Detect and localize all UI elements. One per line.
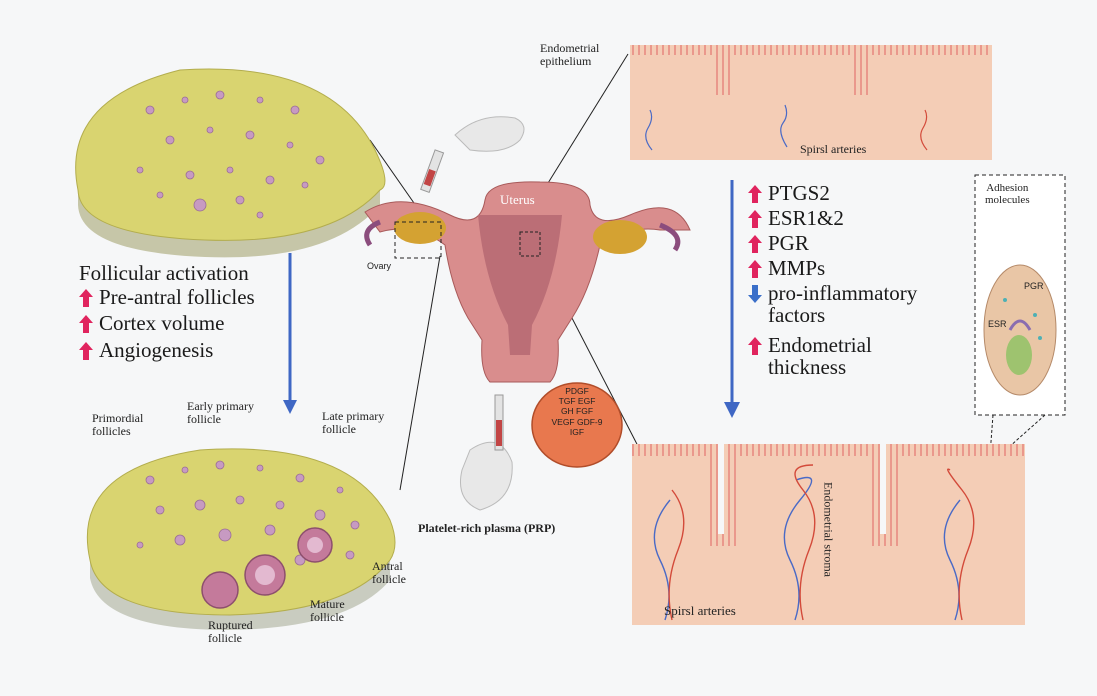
follicle-dot — [337, 487, 343, 493]
ovary-effects-heading: Follicular activation — [79, 262, 255, 286]
follicle-dot — [257, 97, 263, 103]
ovary-lower-illustration — [87, 449, 395, 630]
ovary-effect-item: Cortex volume — [79, 312, 255, 339]
up-arrow-icon — [79, 342, 93, 366]
follicle-dot — [219, 529, 231, 541]
follicle-dot — [257, 465, 263, 471]
label-mature-follicle: Mature follicle — [310, 598, 345, 623]
label-ovary: Ovary — [367, 262, 391, 271]
follicle-dot — [316, 156, 324, 164]
ovary-flow-arrow — [283, 253, 297, 414]
follicle-dot — [257, 212, 263, 218]
label-endometrial-stroma: Endometrial stroma — [822, 482, 835, 577]
follicle-dot — [236, 496, 244, 504]
endometrium-effect-text: ESR1&2 — [768, 207, 844, 229]
endometrium-effect-text: MMPs — [768, 257, 825, 279]
follicle-dot — [182, 467, 188, 473]
endometrium-effects-list: PTGS2ESR1&2PGR MMPs pro-inflammatory facto… — [748, 182, 917, 378]
label-uterus: Uterus — [500, 193, 535, 207]
endometrium-effect-item: ESR1&2 — [748, 207, 917, 232]
follicle-dot — [146, 476, 154, 484]
label-spiral-arteries-bottom: Spirsl arteries — [664, 604, 736, 618]
endometrium-effect-text: PGR — [768, 232, 809, 254]
syringe-top-illustration — [421, 117, 524, 193]
endometrium-flow-arrow — [724, 180, 740, 418]
up-arrow-icon — [748, 185, 762, 207]
follicle-dot — [186, 171, 194, 179]
follicle-dot — [276, 501, 284, 509]
growth-factor-item: TGF EGF — [540, 396, 614, 406]
follicle-dot — [265, 525, 275, 535]
growth-factor-item: IGF — [540, 427, 614, 437]
label-late-primary-follicle: Late primary follicle — [322, 410, 384, 435]
up-arrow-icon — [748, 210, 762, 232]
uterus-illustration — [365, 182, 690, 382]
ovary-effect-item: Pre-antral follicles — [79, 286, 255, 313]
follicle-dot — [227, 167, 233, 173]
down-arrow-icon — [748, 285, 762, 307]
follicle-dot — [195, 500, 205, 510]
follicle-dot — [157, 192, 163, 198]
growth-factor-item: PDGF — [540, 386, 614, 396]
follicle-dot — [156, 506, 164, 514]
follicle-dot — [236, 196, 244, 204]
follicle-dot — [182, 97, 188, 103]
growth-factor-item: GH FGF — [540, 406, 614, 416]
label-ruptured-follicle: Ruptured follicle — [208, 619, 253, 644]
label-pgr-cell: PGR — [1024, 282, 1044, 291]
up-arrow-icon — [748, 235, 762, 257]
endometrium-effect-item: MMPs — [748, 257, 917, 282]
ovary-effects-list: Follicular activation Pre-antral follicl… — [79, 262, 255, 365]
ovary-effect-text: Pre-antral follicles — [99, 286, 255, 310]
label-esr-cell: ESR — [988, 320, 1007, 329]
follicle-dot — [246, 131, 254, 139]
follicle-dot — [137, 542, 143, 548]
label-adhesion-molecules: Adhesion molecules — [985, 183, 1030, 206]
follicle-dot — [291, 106, 299, 114]
follicle-dot — [287, 142, 293, 148]
follicle-dot — [137, 167, 143, 173]
label-early-primary-follicle: Early primary follicle — [187, 400, 254, 425]
follicle-dot — [351, 521, 359, 529]
ovary-effect-item: Angiogenesis — [79, 339, 255, 366]
label-prp: Platelet-rich plasma (PRP) — [418, 522, 555, 535]
endometrium-effect-item: PTGS2 — [748, 182, 917, 207]
follicle-dot — [216, 91, 224, 99]
follicle-dot — [266, 176, 274, 184]
endometrium-effect-item: Endometrial thickness — [748, 334, 917, 378]
follicle-dot — [296, 474, 304, 482]
follicle-dot — [146, 106, 154, 114]
endometrium-effect-item: PGR — [748, 232, 917, 257]
follicle-dot — [194, 199, 206, 211]
label-antral-follicle: Antral follicle — [372, 560, 406, 585]
follicle-dot — [216, 461, 224, 469]
ovary-upper-illustration — [76, 69, 385, 257]
growth-factors-list: PDGFTGF EGFGH FGFVEGF GDF-9IGF — [540, 386, 614, 437]
label-endometrial-epithelium: Endometrial epithelium — [540, 42, 599, 67]
follicle-dot — [207, 127, 213, 133]
endometrium-effect-text: PTGS2 — [768, 182, 830, 204]
follicle-dot — [302, 182, 308, 188]
up-arrow-icon — [748, 260, 762, 282]
label-primordial-follicles: Primordial follicles — [92, 412, 143, 437]
follicle-dot — [346, 551, 354, 559]
label-spiral-arteries-top: Spirsl arteries — [800, 143, 866, 156]
ovary-effect-text: Cortex volume — [99, 312, 224, 336]
ovary-effect-text: Angiogenesis — [99, 339, 213, 363]
endometrium-effect-item: pro-inflammatory factors — [748, 282, 917, 326]
up-arrow-icon — [79, 289, 93, 313]
up-arrow-icon — [79, 315, 93, 339]
follicle-dot — [166, 136, 174, 144]
endometrium-effect-text: Endometrial thickness — [768, 334, 872, 378]
up-arrow-icon — [748, 337, 762, 359]
syringe-bottom-illustration — [460, 395, 512, 510]
follicle-dot — [315, 510, 325, 520]
follicle-dot — [175, 535, 185, 545]
endometrium-effect-text: pro-inflammatory factors — [768, 282, 917, 326]
growth-factor-item: VEGF GDF-9 — [540, 417, 614, 427]
